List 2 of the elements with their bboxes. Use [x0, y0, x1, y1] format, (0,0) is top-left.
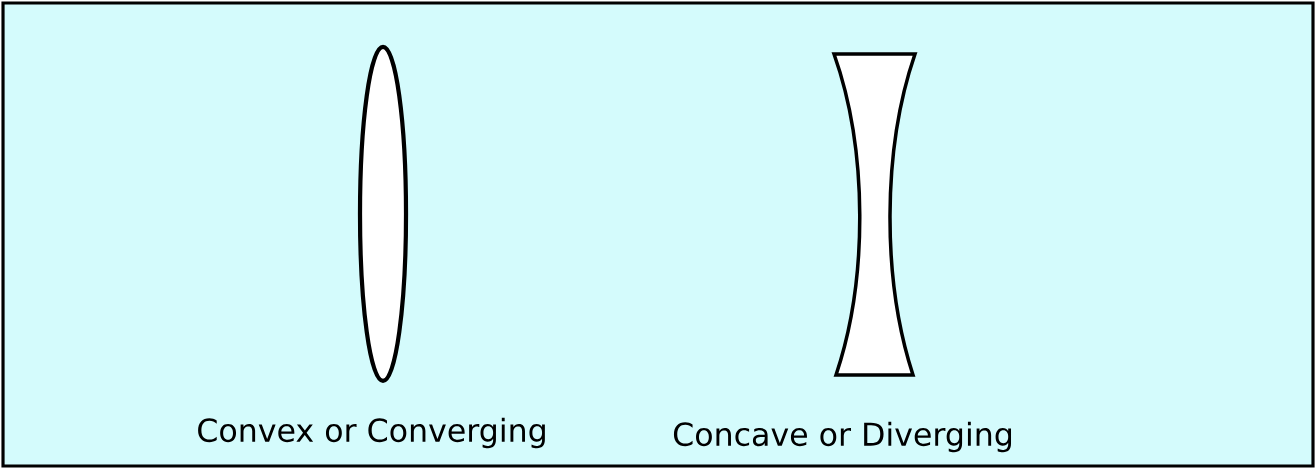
- lens-caption: Concave or Diverging: [673, 421, 1011, 453]
- lens-caption: Convex or Converging: [198, 417, 545, 449]
